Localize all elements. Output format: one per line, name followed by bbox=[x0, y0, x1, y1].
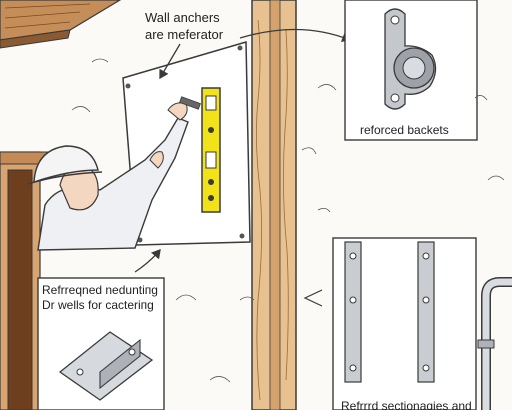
caption-reinforced-brackets: reforced backets bbox=[360, 123, 449, 137]
screw-icon bbox=[349, 364, 357, 372]
screw-icon bbox=[349, 252, 357, 260]
screw-icon bbox=[390, 15, 400, 25]
wooden-post bbox=[251, 0, 297, 410]
caption-mounting-line2: Dr wells for cacteriпg bbox=[42, 298, 154, 312]
pipe-icon bbox=[477, 277, 512, 410]
bracket-inset bbox=[344, 0, 478, 141]
caption-wall-anchors-line2: are meferator bbox=[145, 27, 224, 42]
caption-mounting-line1: Refrreqned neduntiпg bbox=[42, 283, 158, 297]
arrow-icon bbox=[134, 249, 161, 273]
arrow-icon bbox=[239, 28, 352, 42]
screw-icon bbox=[76, 368, 84, 376]
wall-texture bbox=[71, 58, 505, 383]
mount-inset bbox=[37, 277, 165, 410]
ceiling-beam bbox=[0, 0, 122, 49]
callout-arrows bbox=[134, 28, 352, 307]
screw-icon bbox=[390, 93, 400, 103]
screw-icon bbox=[349, 296, 357, 304]
screw-icon bbox=[128, 348, 136, 356]
arrow-icon bbox=[303, 289, 323, 307]
screw-icon bbox=[422, 364, 430, 372]
screw-icon bbox=[422, 252, 430, 260]
sections-inset bbox=[332, 237, 477, 410]
screw-icon bbox=[422, 296, 430, 304]
caption-sections: Refrrrd sectionaqies and bbox=[341, 399, 472, 410]
spirit-level bbox=[201, 87, 221, 213]
worker bbox=[27, 96, 201, 251]
caption-wall-anchors-line1: Wall anchers bbox=[145, 10, 220, 25]
arrow-icon bbox=[159, 43, 181, 80]
